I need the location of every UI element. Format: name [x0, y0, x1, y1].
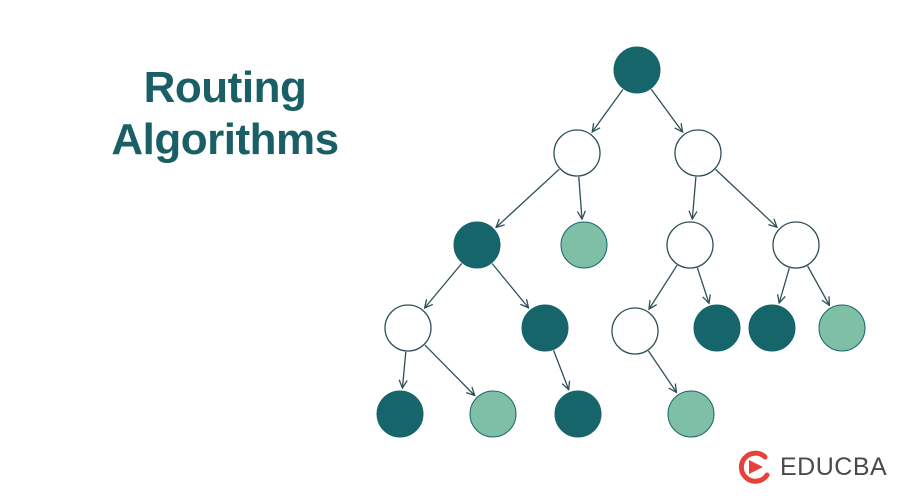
tree-node-n9 — [611, 307, 659, 355]
tree-node-n16 — [667, 390, 715, 438]
edge-n3-n7 — [425, 263, 463, 309]
edge-n7-n14 — [424, 344, 475, 395]
tree-node-n14 — [469, 390, 517, 438]
tree-node-n8 — [521, 304, 569, 352]
title-line-2: Algorithms — [111, 115, 339, 164]
page-title: Routing Algorithms — [60, 62, 390, 166]
tree-node-n13 — [376, 390, 424, 438]
tree-node-n15 — [554, 390, 602, 438]
edge-n6-n11 — [779, 267, 790, 303]
edge-n9-n16 — [647, 350, 676, 393]
tree-node-root — [613, 46, 661, 94]
edge-n1-n4 — [579, 176, 582, 219]
tree-node-n7 — [384, 304, 432, 352]
edge-n5-n10 — [696, 267, 709, 304]
edge-n2-n6 — [715, 168, 778, 227]
edge-n1-n3 — [496, 168, 560, 227]
edge-n6-n12 — [807, 265, 830, 305]
edge-root-n1 — [592, 89, 624, 132]
edge-n8-n15 — [552, 350, 569, 389]
brand-logo: EDUCBA — [734, 447, 887, 487]
tree-node-n6 — [772, 221, 820, 269]
title-line-1: Routing — [143, 63, 307, 112]
tree-node-n3 — [453, 221, 501, 269]
tree-node-n1 — [553, 129, 601, 177]
nodes-layer — [376, 46, 866, 438]
edge-n7-n13 — [402, 351, 405, 388]
edge-n5-n9 — [649, 264, 678, 309]
edge-n3-n8 — [491, 263, 528, 308]
tree-node-n5 — [666, 221, 714, 269]
tree-node-n4 — [560, 221, 608, 269]
edge-root-n2 — [650, 88, 682, 132]
tree-node-n2 — [674, 129, 722, 177]
educba-logo-icon — [738, 450, 770, 484]
tree-node-n12 — [818, 304, 866, 352]
tree-node-n10 — [693, 304, 741, 352]
edge-n2-n5 — [692, 176, 696, 219]
tree-node-n11 — [748, 304, 796, 352]
brand-name: EDUCBA — [780, 452, 888, 481]
edges-layer — [402, 88, 830, 395]
